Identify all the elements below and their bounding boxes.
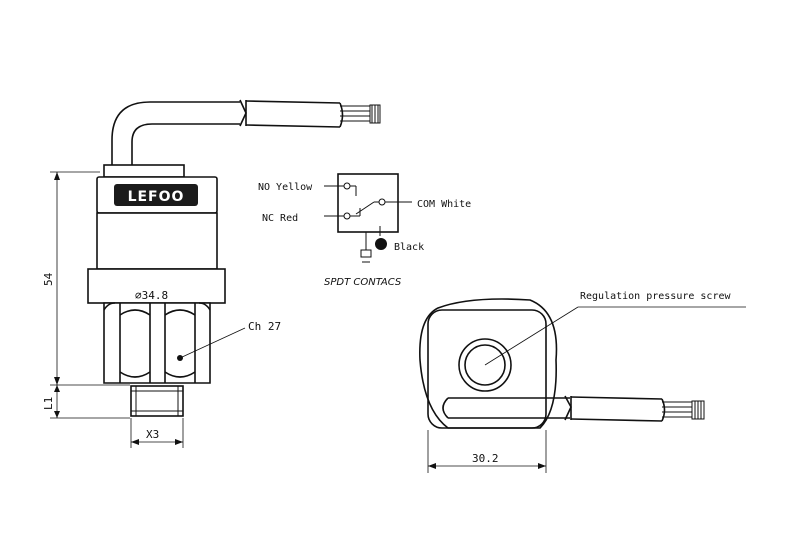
- cable-right: [442, 395, 705, 422]
- collar: [87, 268, 226, 304]
- hex-leader: [179, 327, 246, 359]
- com-white-label: COM White: [417, 199, 471, 210]
- nc-red-label: NC Red: [262, 213, 298, 224]
- width-dimension: [427, 430, 547, 473]
- regulation-screw-inner: [464, 344, 506, 386]
- height-dimension: [50, 171, 130, 386]
- height-label: 54: [42, 272, 55, 286]
- regulation-label: Regulation pressure screw: [580, 291, 731, 302]
- thread: [130, 385, 184, 417]
- switch-box: [337, 173, 399, 233]
- l1-dimension: [50, 385, 130, 419]
- regulation-leader: [484, 306, 579, 366]
- regulation-screw-outer: [458, 338, 512, 392]
- logo-badge: [114, 184, 198, 206]
- side-view: LEFOO ∅34.8: [42, 99, 381, 448]
- spdt-caption: SPDT CONTACS: [324, 277, 402, 288]
- l1-label: L1: [42, 397, 55, 410]
- thread-label: X3: [146, 428, 159, 441]
- square-cover: [427, 309, 547, 429]
- no-yellow-label: NO Yellow: [258, 182, 313, 193]
- cable-gland: [103, 164, 185, 178]
- hex-label: Ch 27: [248, 320, 281, 333]
- top-view: Regulation pressure screw: [419, 291, 746, 473]
- switch-body: [96, 212, 218, 270]
- width-label: 30.2: [472, 452, 499, 465]
- cable-left: [111, 99, 381, 168]
- thread-dimension: [130, 418, 184, 448]
- diameter-label: ∅34.8: [135, 289, 168, 302]
- black-label: Black: [394, 242, 424, 253]
- hex-nut: [103, 302, 211, 384]
- brand-logo: LEFOO: [128, 189, 185, 205]
- wiring-schematic: NO Yellow NC Red COM White Black SPDT CO…: [258, 173, 471, 288]
